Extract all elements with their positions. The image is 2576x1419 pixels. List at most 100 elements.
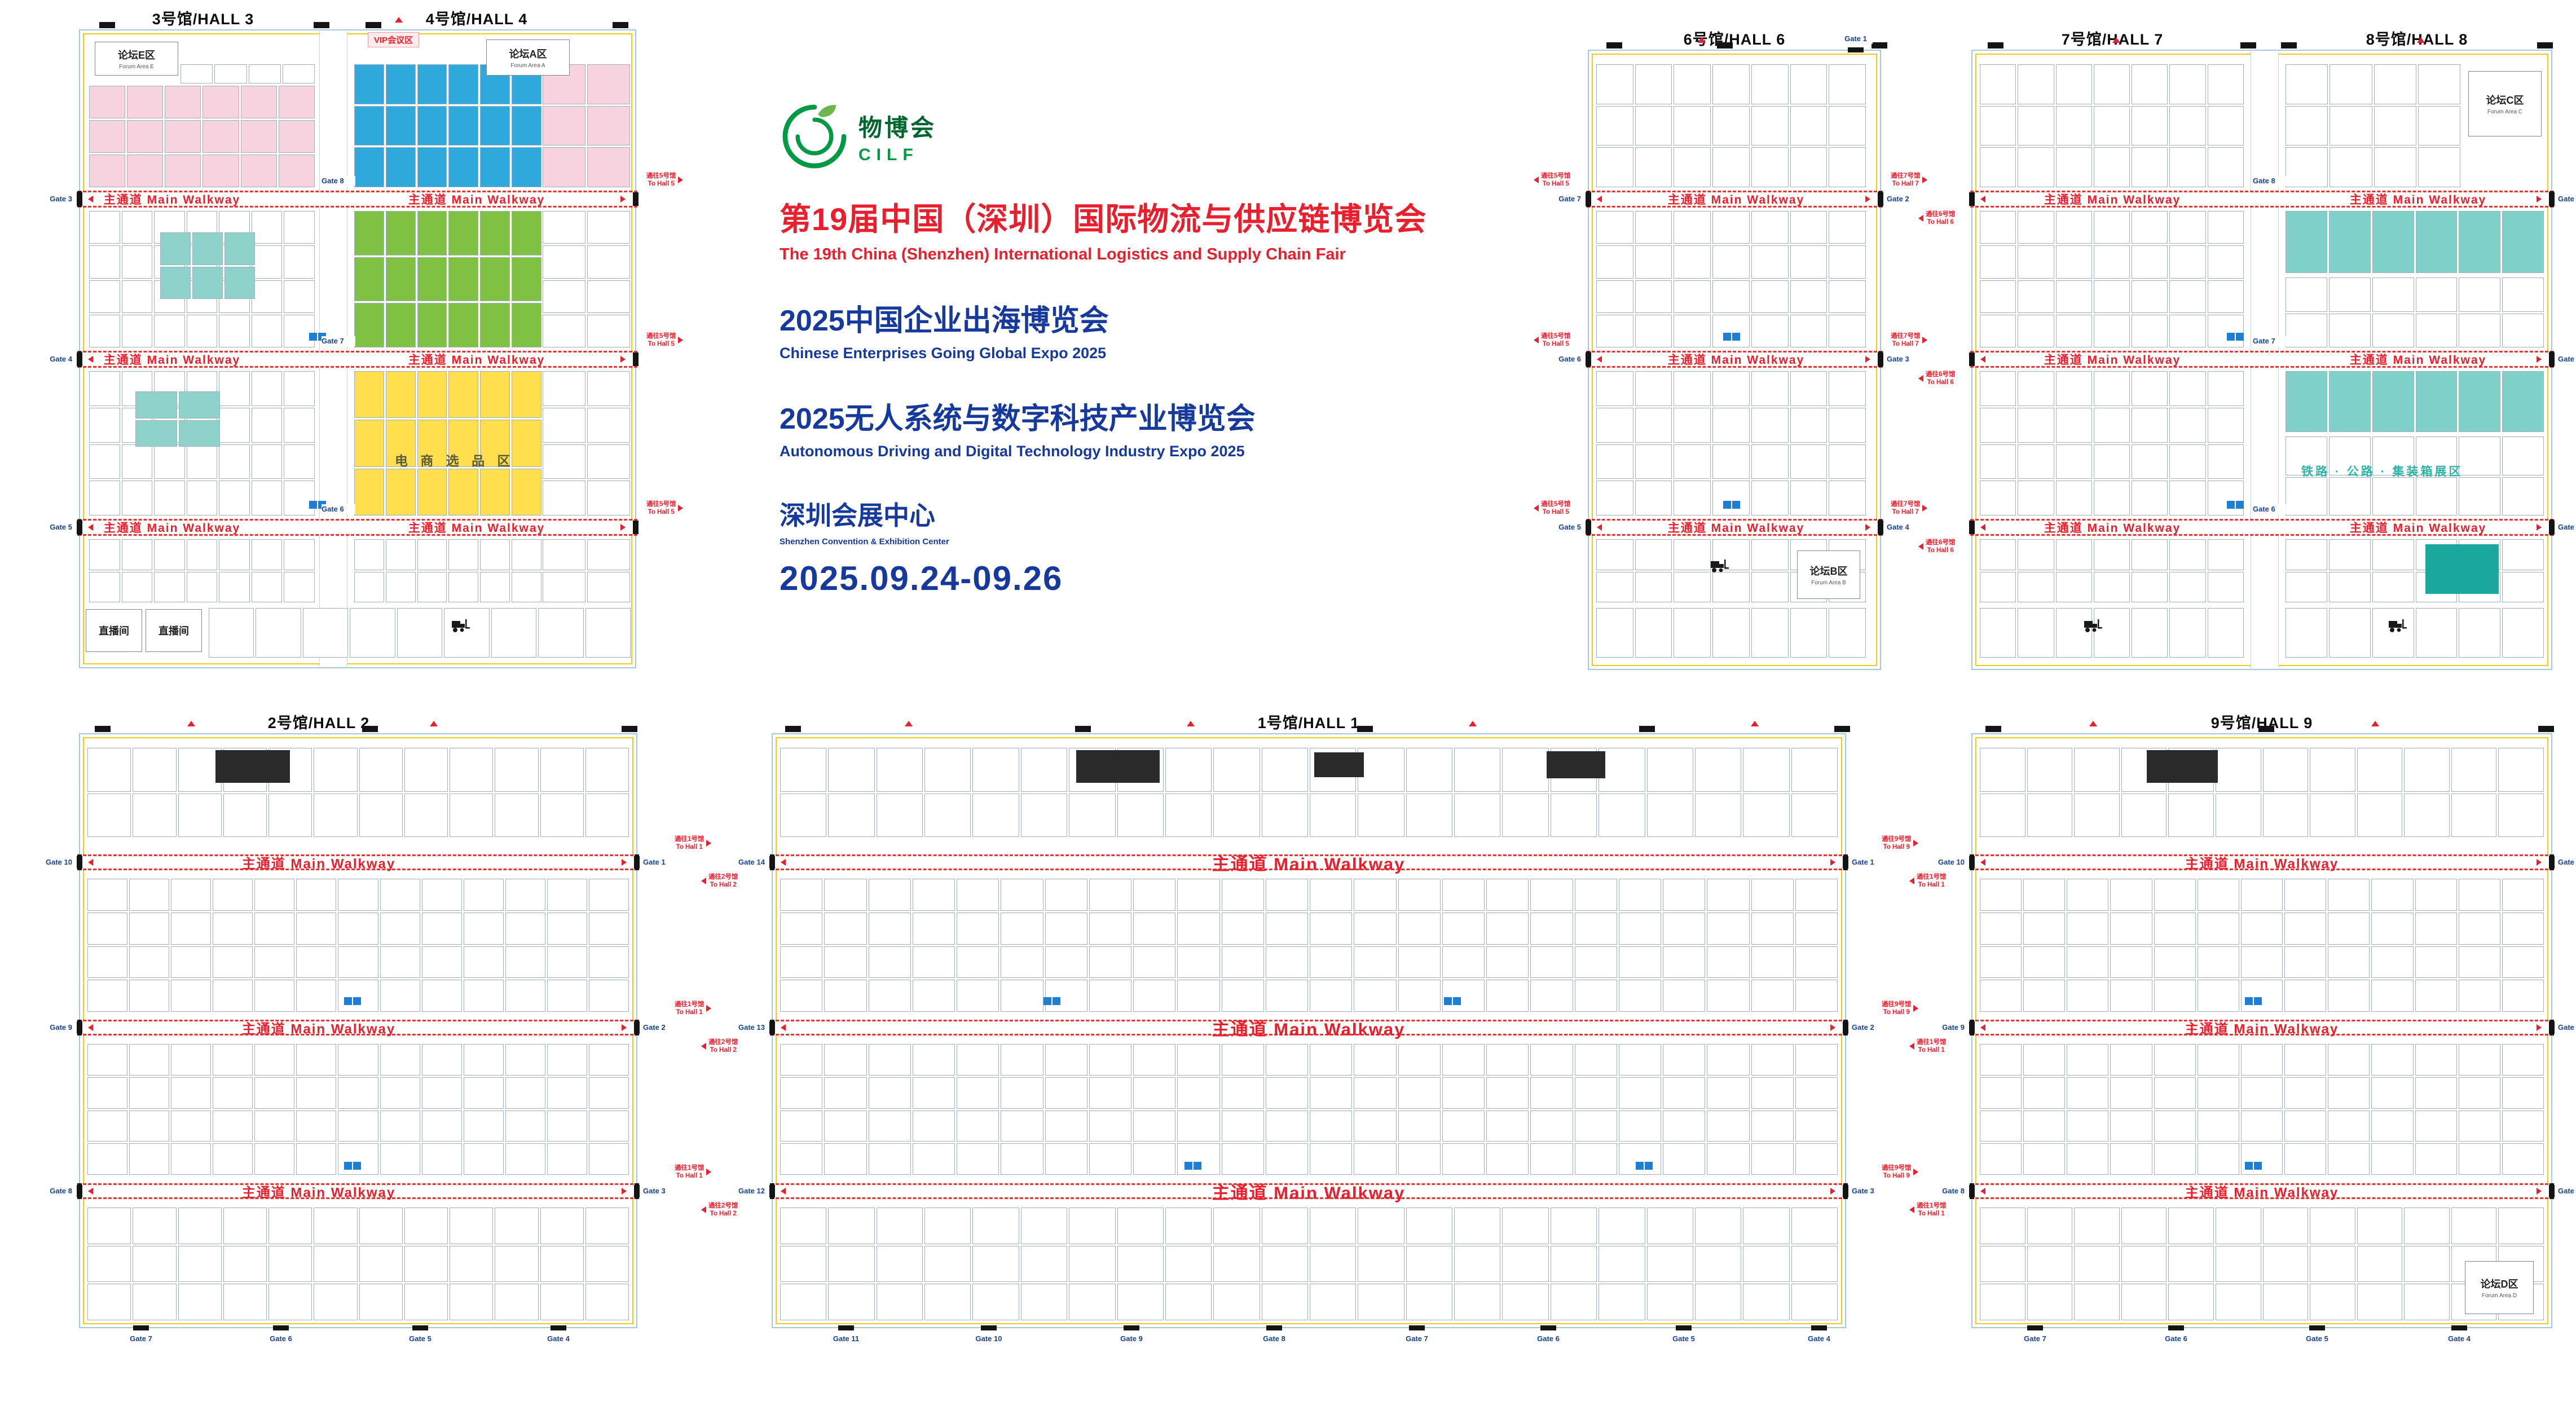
booth xyxy=(2168,1284,2214,1320)
booth xyxy=(2055,407,2092,443)
booth xyxy=(2074,1284,2120,1320)
booth xyxy=(380,946,420,979)
booth xyxy=(1751,1110,1794,1142)
booth xyxy=(2055,314,2092,347)
gate-label: Gate 8 xyxy=(38,1186,72,1196)
booth xyxy=(1001,1110,1043,1142)
booth xyxy=(512,211,541,255)
booth xyxy=(421,1077,462,1109)
booth xyxy=(1001,980,1043,1012)
event-dates: 2025.09.24-09.26 xyxy=(780,559,1063,597)
booth xyxy=(868,1143,911,1175)
booth xyxy=(219,314,250,347)
booth-grid xyxy=(1980,211,2244,347)
booth xyxy=(512,468,541,515)
arrow-icon xyxy=(1922,337,1928,343)
entrance-icon xyxy=(2537,42,2553,49)
booth xyxy=(1599,1208,1645,1244)
booth-structure xyxy=(1076,750,1160,783)
booth xyxy=(1530,1077,1573,1109)
booth xyxy=(972,1284,1019,1320)
booth xyxy=(587,280,630,313)
booth xyxy=(2328,371,2371,432)
booth xyxy=(2284,946,2327,979)
gate-label: Gate 5 xyxy=(2300,1334,2334,1344)
booth xyxy=(1454,1208,1501,1244)
booth xyxy=(2502,1077,2544,1109)
transfer-note-line2: To Hall 1 xyxy=(676,1172,703,1179)
booth xyxy=(178,1284,222,1320)
transfer-note-line1: 通往2号馆 xyxy=(708,1039,738,1046)
booth xyxy=(2027,793,2073,837)
booth xyxy=(1486,980,1529,1012)
booth xyxy=(824,1044,867,1076)
entrance-icon xyxy=(1639,726,1655,732)
booth xyxy=(2328,879,2370,911)
booth xyxy=(868,1077,911,1109)
transfer-note-line2: To Hall 5 xyxy=(1542,508,1569,515)
booth xyxy=(2132,571,2168,602)
booth xyxy=(957,946,999,979)
booth xyxy=(957,912,999,945)
booth xyxy=(1663,912,1706,945)
booth xyxy=(1980,245,2016,279)
booth xyxy=(587,444,630,479)
booth xyxy=(2093,608,2130,658)
hall-corridor xyxy=(319,31,347,667)
booth xyxy=(1635,481,1672,515)
booth xyxy=(421,879,462,911)
booth xyxy=(2459,211,2501,273)
booth xyxy=(1829,407,1866,443)
booth xyxy=(1791,1208,1838,1244)
booth xyxy=(2502,539,2544,570)
gate-door-icon xyxy=(2309,1325,2325,1330)
venue-name-cn: 深圳会展中心 xyxy=(780,501,935,530)
booth xyxy=(912,879,955,911)
booth xyxy=(421,912,462,945)
arrow-icon xyxy=(1913,840,1919,847)
facility-icon xyxy=(2227,333,2244,341)
booth xyxy=(2197,1044,2239,1076)
booth xyxy=(2169,280,2206,313)
booth xyxy=(129,912,170,945)
entrance-icon xyxy=(785,726,801,732)
booth xyxy=(1442,980,1485,1012)
booth xyxy=(1406,1284,1453,1320)
gate-label: Gate 12 xyxy=(731,1186,765,1196)
booth xyxy=(2154,912,2196,945)
gate-door-icon xyxy=(1970,854,1974,870)
booth xyxy=(2132,147,2168,187)
gate-label: Gate 6 xyxy=(2253,504,2287,514)
gate-door-icon xyxy=(77,854,82,870)
main-walkway xyxy=(78,1183,639,1199)
booth-structure xyxy=(1547,751,1605,778)
booth xyxy=(588,980,629,1012)
booth xyxy=(2328,211,2371,273)
booth xyxy=(1980,64,2016,104)
booth xyxy=(380,912,420,945)
arrow-icon xyxy=(1980,524,1985,531)
booth xyxy=(213,912,253,945)
booth xyxy=(417,420,447,467)
arrow-icon xyxy=(781,1024,786,1031)
gate-label: Gate 3 xyxy=(2558,194,2576,204)
booth xyxy=(1599,1284,1645,1320)
arrow-icon xyxy=(1597,356,1602,363)
booth xyxy=(1646,1284,1693,1320)
main-walkway-label: 主通道 Main Walkway xyxy=(2185,1185,2339,1201)
transfer-note-line2: To Hall 2 xyxy=(710,1046,737,1054)
booth xyxy=(1599,793,1645,837)
booth xyxy=(223,1208,267,1244)
booth xyxy=(1707,1110,1750,1142)
booth xyxy=(2451,748,2497,792)
gate-label: Gate 9 xyxy=(1931,1023,1965,1033)
booth xyxy=(2372,571,2414,602)
booth xyxy=(268,793,312,837)
booth xyxy=(2067,1044,2109,1076)
booth xyxy=(2169,444,2206,479)
booth xyxy=(1221,980,1264,1012)
arrow-icon xyxy=(1597,524,1602,531)
